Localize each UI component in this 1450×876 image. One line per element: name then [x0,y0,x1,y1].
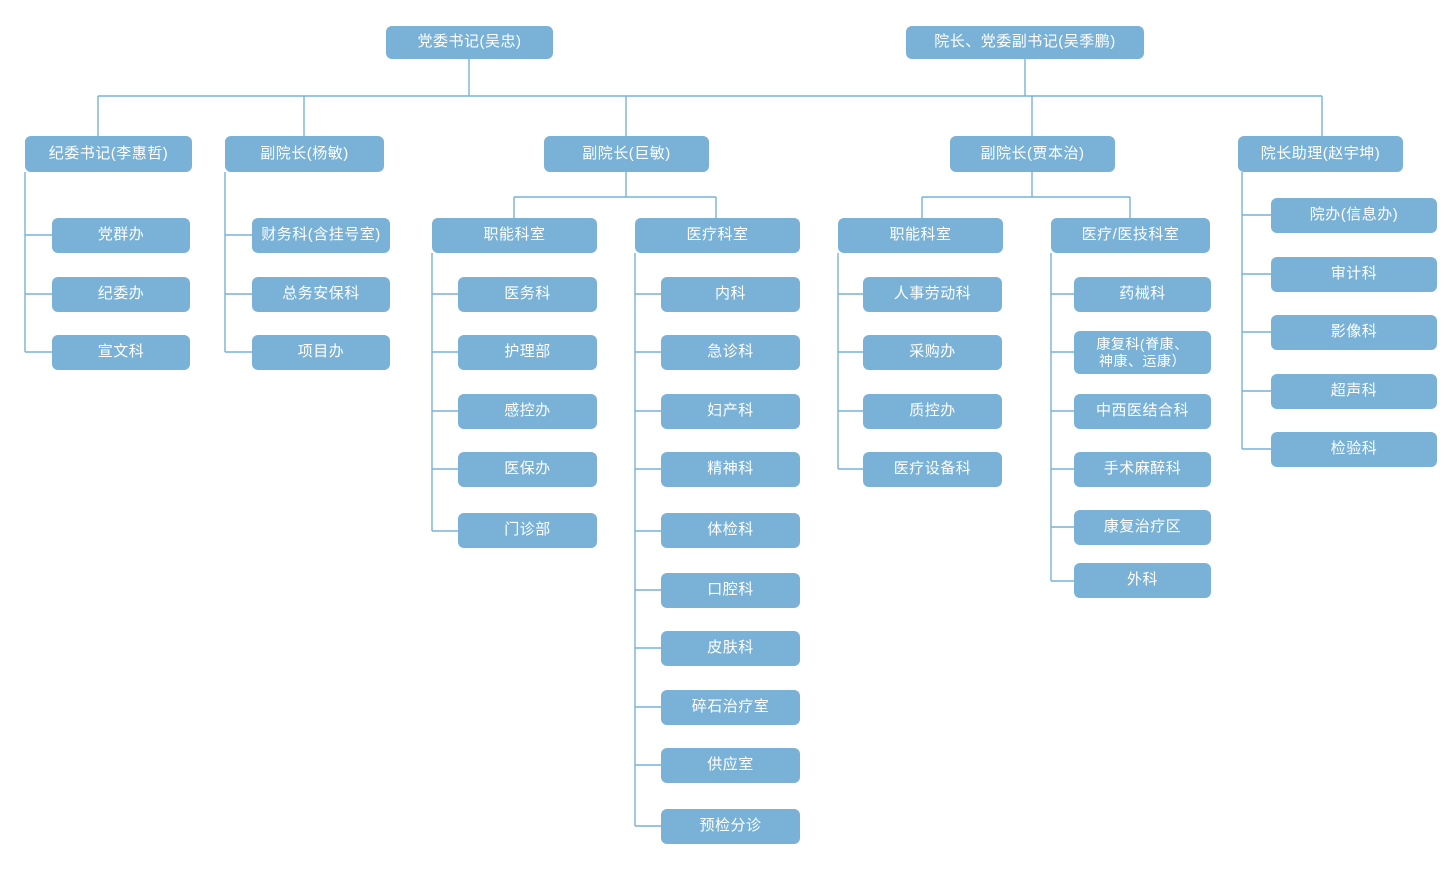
leaf-human-resources[interactable]: 人事劳动科 [863,277,1002,312]
group-medical-technical-departments-jia[interactable]: 医疗/医技科室 [1051,218,1210,253]
node-party-secretary[interactable]: 党委书记(吴忠) [386,26,553,59]
leaf-party-affairs-office[interactable]: 党群办 [52,218,190,253]
leaf-medical-equipment[interactable]: 医疗设备科 [863,452,1002,487]
leaf-quality-control-office[interactable]: 质控办 [863,394,1002,429]
leaf-infection-control-office[interactable]: 感控办 [458,394,597,429]
leaf-finance-department[interactable]: 财务科(含挂号室) [252,218,390,253]
leaf-medical-affairs[interactable]: 医务科 [458,277,597,312]
leaf-supply-room[interactable]: 供应室 [661,748,800,783]
leaf-obstetrics-gynecology[interactable]: 妇产科 [661,394,800,429]
group-functional-departments-jia[interactable]: 职能科室 [838,218,1003,253]
leaf-stomatology[interactable]: 口腔科 [661,573,800,608]
leaf-hospital-office-information[interactable]: 院办(信息办) [1271,198,1437,233]
leaf-audit-department[interactable]: 审计科 [1271,257,1437,292]
leaf-project-office[interactable]: 项目办 [252,335,390,370]
node-vp-jiabenzhi[interactable]: 副院长(贾本治) [950,136,1115,172]
leaf-procurement-office[interactable]: 采购办 [863,335,1002,370]
leaf-pharmacy-equipment[interactable]: 药械科 [1074,277,1211,312]
leaf-surgery-department[interactable]: 外科 [1074,563,1211,598]
group-medical-departments-jumin[interactable]: 医疗科室 [635,218,800,253]
node-vp-jumin[interactable]: 副院长(巨敏) [544,136,709,172]
node-vp-yangmin[interactable]: 副院长(杨敏) [225,136,384,172]
leaf-pre-examination-triage[interactable]: 预检分诊 [661,809,800,844]
leaf-psychiatry[interactable]: 精神科 [661,452,800,487]
leaf-physical-examination[interactable]: 体检科 [661,513,800,548]
leaf-outpatient-department[interactable]: 门诊部 [458,513,597,548]
leaf-laboratory-department[interactable]: 检验科 [1271,432,1437,467]
leaf-ultrasound-department[interactable]: 超声科 [1271,374,1437,409]
leaf-general-affairs-security[interactable]: 总务安保科 [252,277,390,312]
node-president-assistant[interactable]: 院长助理(赵宇坤) [1238,136,1403,172]
leaf-dermatology[interactable]: 皮肤科 [661,631,800,666]
leaf-propaganda-office[interactable]: 宣文科 [52,335,190,370]
leaf-emergency-department[interactable]: 急诊科 [661,335,800,370]
leaf-lithotripsy-room[interactable]: 碎石治疗室 [661,690,800,725]
leaf-medical-insurance-office[interactable]: 医保办 [458,452,597,487]
leaf-rehabilitation-treatment-area[interactable]: 康复治疗区 [1074,510,1211,545]
group-functional-departments-jumin[interactable]: 职能科室 [432,218,597,253]
leaf-rehabilitation-department[interactable]: 康复科(脊康、 神康、运康） [1074,331,1211,374]
leaf-nursing-department[interactable]: 护理部 [458,335,597,370]
node-president[interactable]: 院长、党委副书记(吴季鹏) [906,26,1144,59]
leaf-discipline-office[interactable]: 纪委办 [52,277,190,312]
leaf-surgical-anesthesia[interactable]: 手术麻醉科 [1074,452,1211,487]
leaf-integrated-chinese-western-medicine[interactable]: 中西医结合科 [1074,394,1211,429]
leaf-imaging-department[interactable]: 影像科 [1271,315,1437,350]
leaf-internal-medicine[interactable]: 内科 [661,277,800,312]
node-discipline-secretary[interactable]: 纪委书记(李惠哲) [25,136,192,172]
